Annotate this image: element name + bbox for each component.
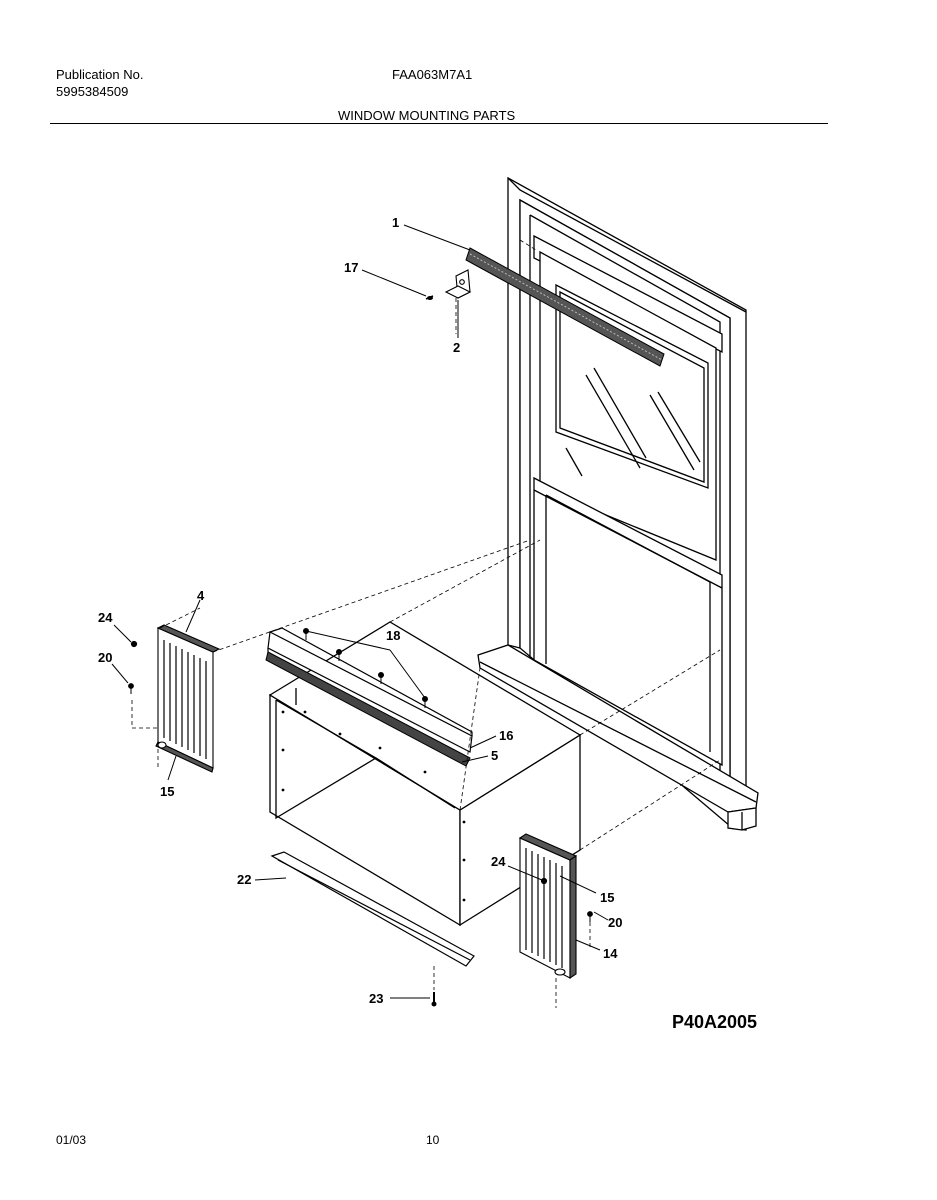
callout-15-left: 15	[160, 784, 174, 799]
sill-angle	[270, 851, 475, 967]
callout-20-right: 20	[608, 915, 622, 930]
publication-label: Publication No.	[56, 67, 144, 82]
callout-labels: 1 17 2 4 24 20 15 18 16 5 22 23 24 15 20…	[98, 215, 622, 1006]
callout-5: 5	[491, 748, 498, 763]
footer-date: 01/03	[56, 1133, 87, 1147]
callout-24-left: 24	[98, 610, 113, 625]
callout-18: 18	[386, 628, 400, 643]
callout-24-right: 24	[491, 854, 506, 869]
publication-number: 5995384509	[56, 84, 129, 99]
callout-leaders	[111, 224, 609, 999]
model-number: FAA063M7A1	[392, 67, 473, 82]
section-title: WINDOW MOUNTING PARTS	[338, 108, 516, 123]
channel-screws	[303, 628, 428, 708]
page-number: 10	[426, 1133, 440, 1147]
callout-15-right: 15	[600, 890, 614, 905]
top-seal-strip	[465, 247, 665, 367]
sill-screw	[431, 992, 437, 1007]
callout-22: 22	[237, 872, 251, 887]
assembly-guide-lines	[131, 239, 721, 1008]
callout-1: 1	[392, 215, 399, 230]
left-curtain-screws	[128, 640, 138, 694]
bracket-screw	[425, 295, 434, 300]
callout-23: 23	[369, 991, 383, 1006]
callout-2: 2	[453, 340, 460, 355]
right-curtain-screws	[540, 877, 593, 922]
diagram-code: P40A2005	[672, 1012, 758, 1032]
mounting-bracket	[444, 269, 472, 299]
callout-17: 17	[344, 260, 358, 275]
window-frame	[477, 176, 759, 831]
left-side-curtain	[155, 624, 221, 773]
callout-16: 16	[499, 728, 513, 743]
callout-14: 14	[603, 946, 618, 961]
right-side-curtain	[518, 833, 578, 980]
callout-20-left: 20	[98, 650, 112, 665]
callout-4: 4	[197, 588, 205, 603]
header-divider	[50, 123, 828, 124]
